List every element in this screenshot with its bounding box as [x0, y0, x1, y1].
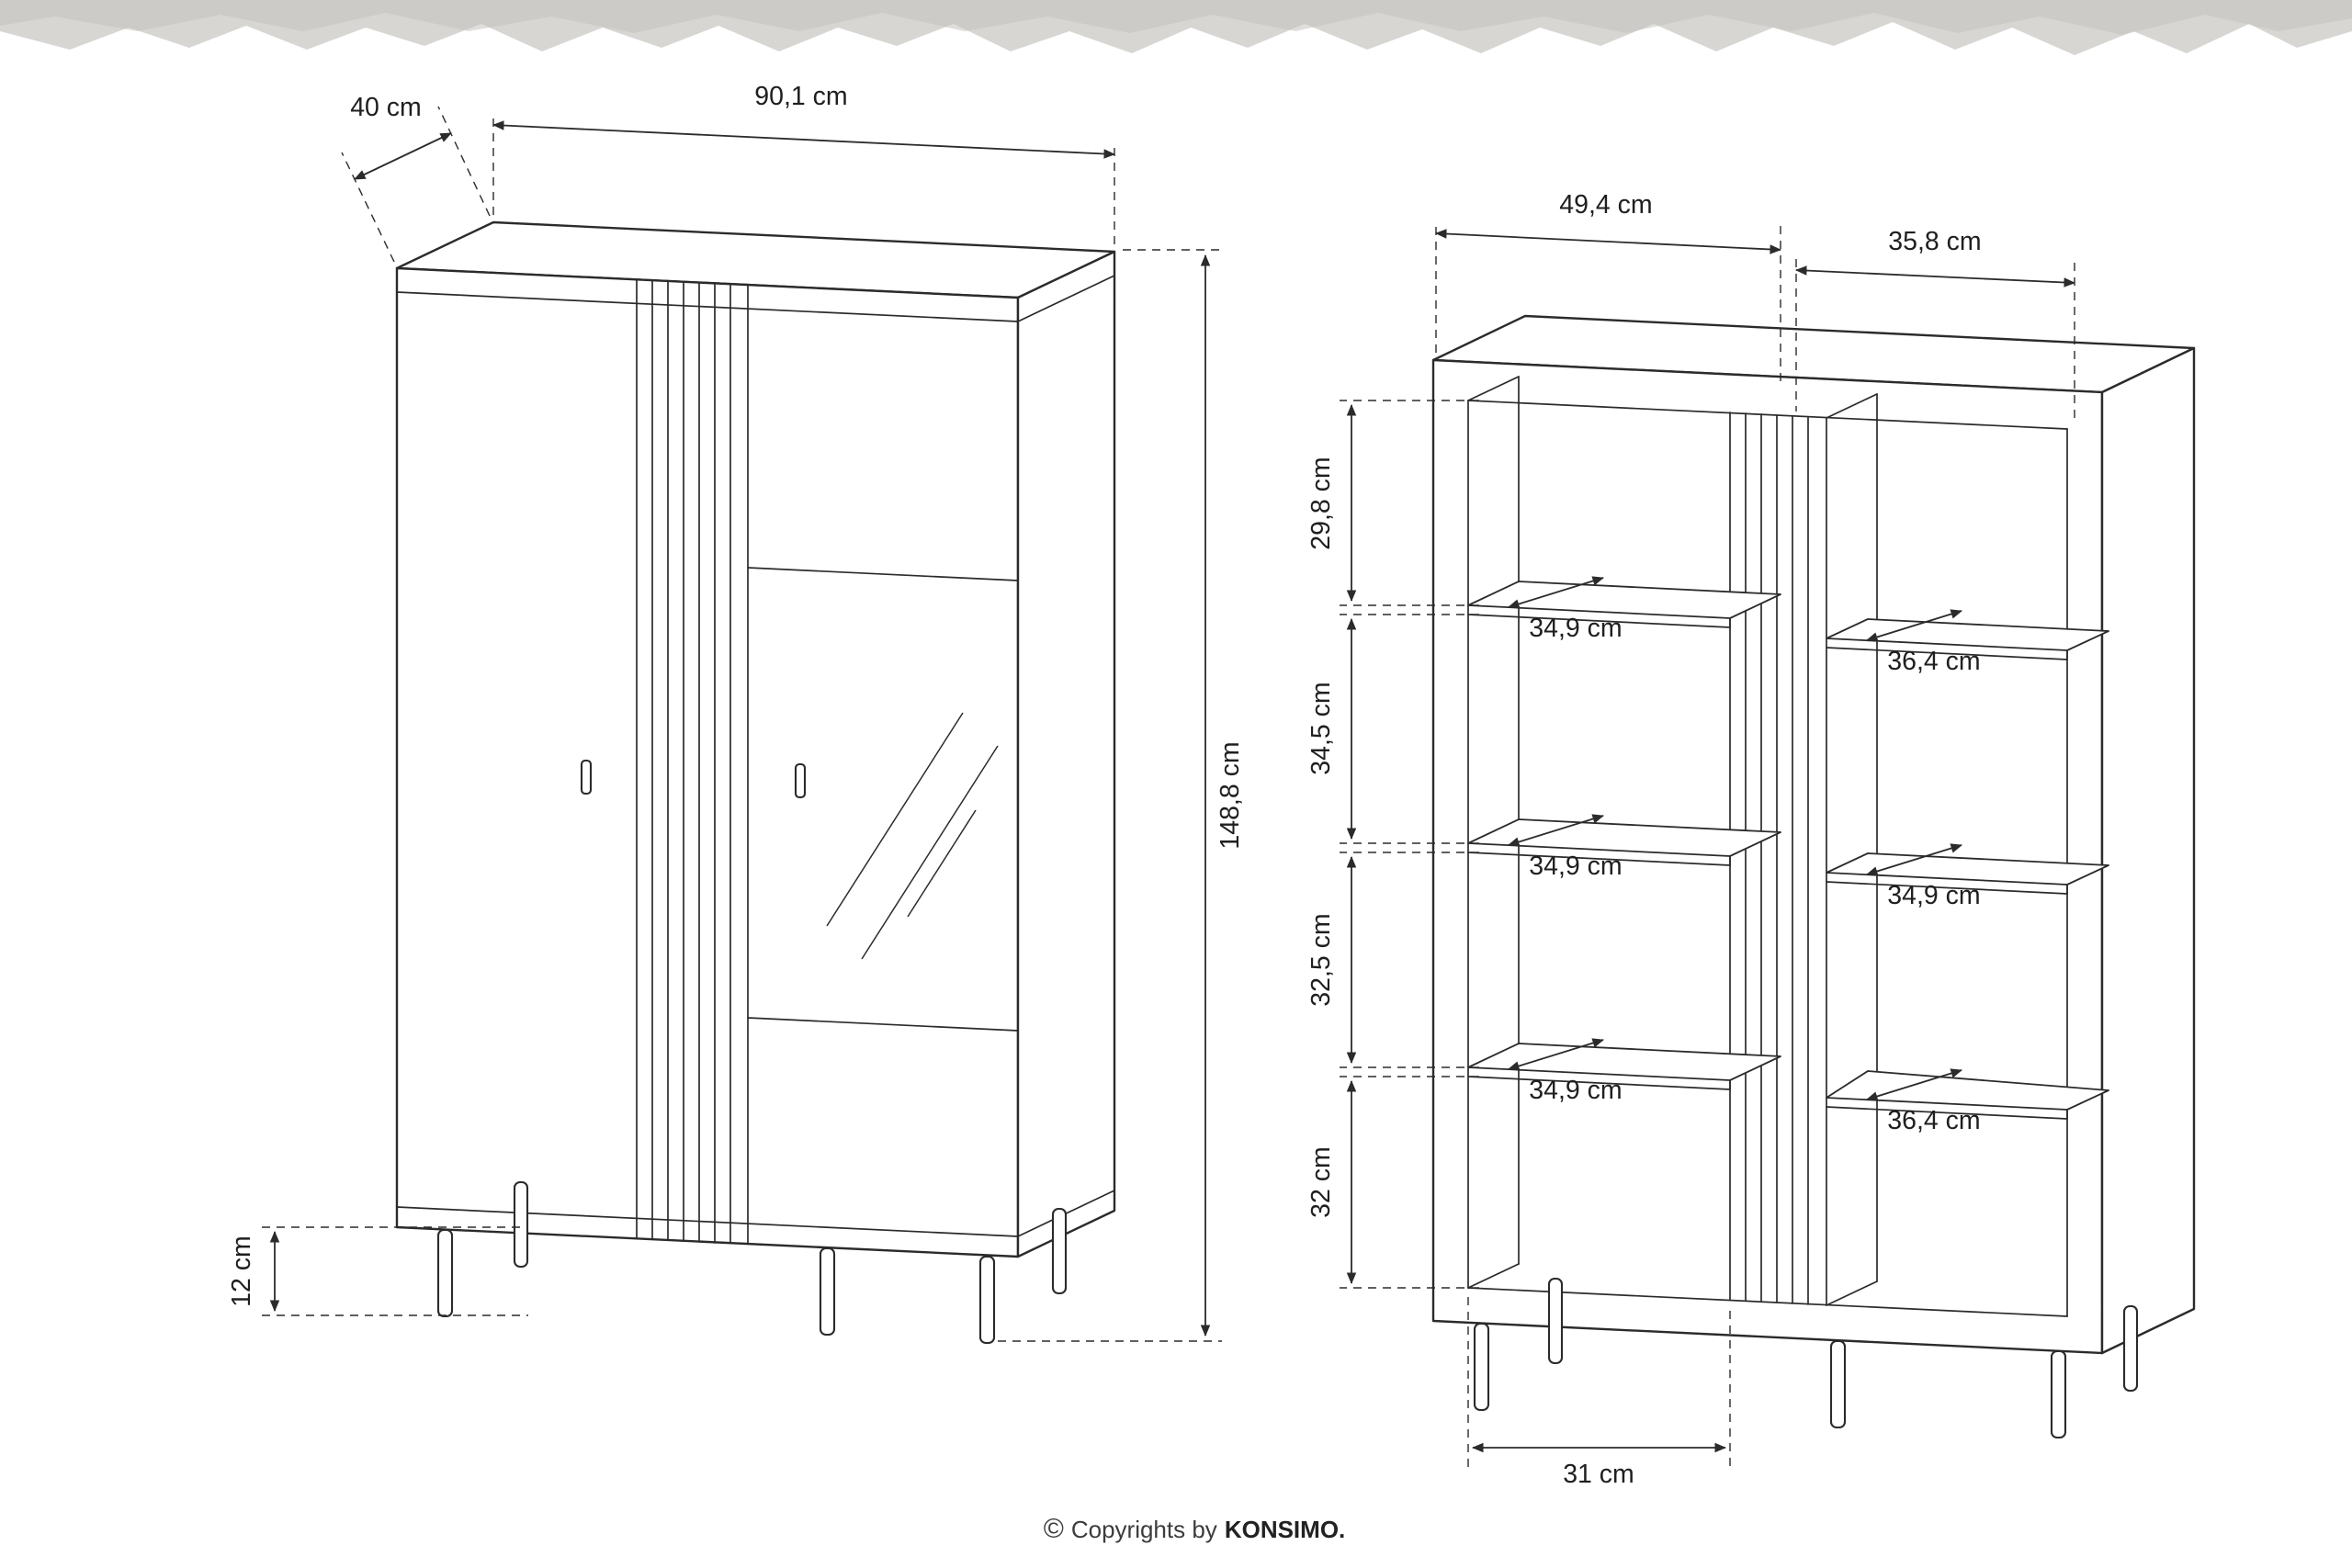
right-door-handle	[794, 762, 807, 799]
glass-reflection-line	[907, 809, 977, 918]
dim-left-shelf-depths: 34,9 cm 34,9 cm 34,9 cm	[1507, 576, 1623, 1105]
leg	[2050, 1349, 2067, 1439]
shelf-depth-label: 36,4 cm	[1887, 1106, 1980, 1135]
interior-carcass	[1467, 376, 2068, 1317]
dim-compartment-label: 34,5 cm	[1306, 682, 1336, 774]
dim-compartment-label: 32,5 cm	[1306, 913, 1336, 1006]
dim-depth: 40 cm	[341, 93, 491, 263]
leg	[1547, 1277, 1564, 1365]
dim-left-section-width: 49,4 cm	[1434, 190, 1782, 386]
dim-height-label: 148,8 cm	[1216, 741, 1245, 849]
internal-view-drawing: 49,4 cm 35,8 cm 29,8 cm 34,5 cm 32,5 cm	[1306, 190, 2196, 1489]
dim-left-section-label: 49,4 cm	[1559, 190, 1652, 220]
top-texture-band	[0, 0, 2352, 55]
copyright-label: Copyrights by	[1071, 1516, 1217, 1543]
dim-compartment-label: 32 cm	[1306, 1146, 1336, 1218]
cabinet-right-side-face	[1016, 250, 1116, 1258]
front-view-cabinet	[395, 220, 1116, 1345]
dim-width: 90,1 cm	[492, 82, 1116, 244]
leg	[2122, 1304, 2139, 1393]
shelf-depth-label: 36,4 cm	[1887, 647, 1980, 676]
dim-width-label: 90,1 cm	[754, 82, 847, 111]
dim-height: 148,8 cm	[998, 249, 1245, 1342]
copyright-symbol: ©	[1044, 1514, 1064, 1544]
slat-strip	[651, 279, 749, 1245]
dim-bottom-opening-label: 31 cm	[1563, 1460, 1634, 1489]
shelf-depth-label: 34,9 cm	[1529, 1076, 1622, 1105]
leg	[1051, 1207, 1068, 1295]
glass-reflection-line	[826, 712, 964, 927]
dim-right-section-label: 35,8 cm	[1888, 227, 1981, 256]
dim-right-shelf-depths: 36,4 cm 34,9 cm 36,4 cm	[1865, 609, 1981, 1135]
dim-depth-label: 40 cm	[350, 93, 422, 122]
shelf-depth-label: 34,9 cm	[1529, 614, 1622, 643]
leg	[436, 1228, 454, 1318]
dim-compartment-label: 29,8 cm	[1306, 457, 1336, 549]
copyright-text: © Copyrights by KONSIMO.	[1044, 1514, 1346, 1544]
leg	[978, 1255, 996, 1345]
leg	[819, 1247, 836, 1337]
glass-door	[747, 567, 1019, 1032]
dim-leg-height: 12 cm	[227, 1226, 528, 1316]
left-door-handle	[580, 759, 593, 795]
cabinet-right-side-face	[2100, 346, 2196, 1355]
front-view-drawing: 90,1 cm 40 cm 148,8 cm 12 cm	[227, 82, 1245, 1345]
dim-right-section-width: 35,8 cm	[1794, 227, 2076, 423]
front-view-legs	[436, 1180, 1068, 1345]
internal-view-legs	[1473, 1277, 2139, 1439]
shelf-depth-label: 34,9 cm	[1529, 852, 1622, 881]
brand-name: KONSIMO.	[1225, 1516, 1345, 1543]
leg	[513, 1180, 529, 1269]
dim-compartment-heights: 29,8 cm 34,5 cm 32,5 cm 32 cm	[1306, 400, 1479, 1289]
leg	[1473, 1322, 1490, 1412]
leg	[1829, 1339, 1847, 1429]
dim-bottom-opening: 31 cm	[1467, 1297, 1731, 1489]
cabinet-front-face	[395, 266, 1020, 1258]
dim-leg-height-label: 12 cm	[227, 1235, 256, 1307]
glass-reflection-line	[861, 745, 999, 960]
shelf-depth-label: 34,9 cm	[1887, 881, 1980, 910]
